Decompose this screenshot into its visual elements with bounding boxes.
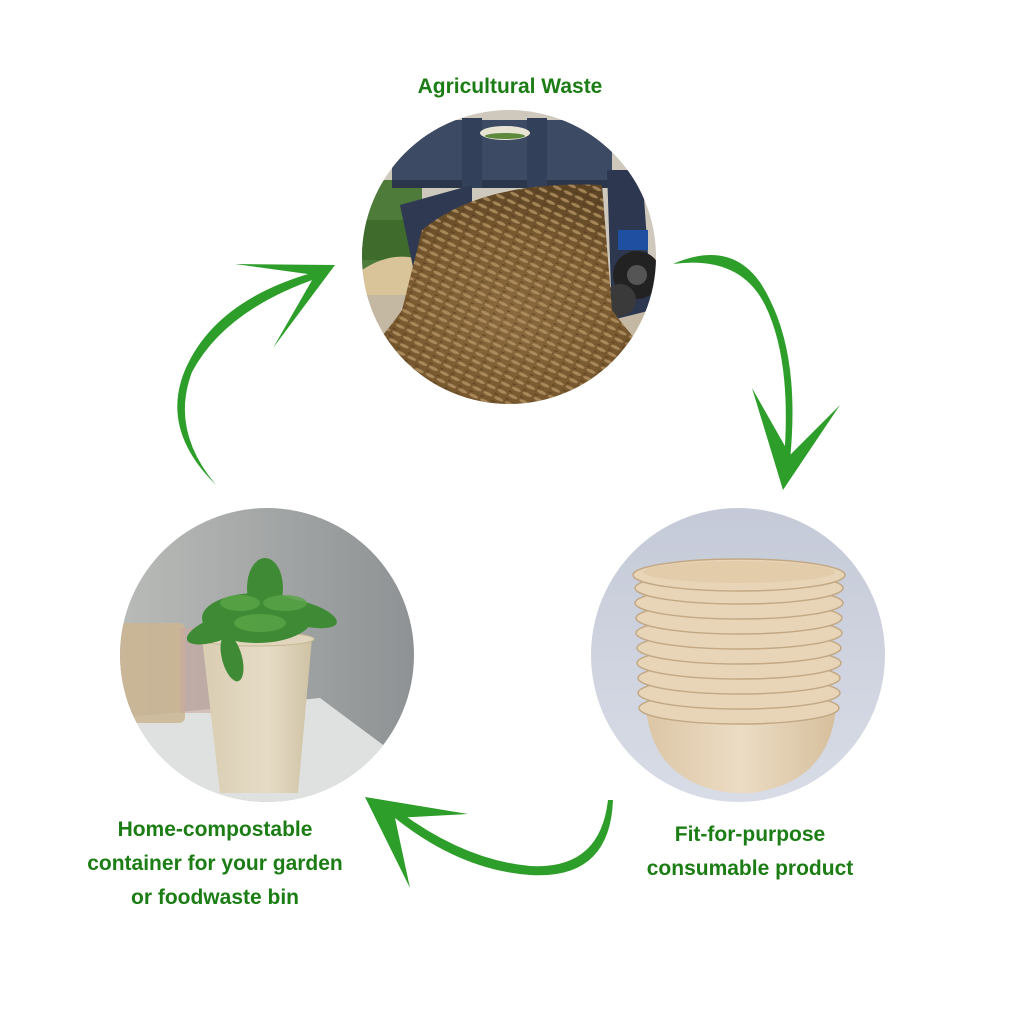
agricultural-waste-image xyxy=(362,110,656,404)
label-line: Agricultural Waste xyxy=(417,75,603,98)
label-line: Fit-for-purpose xyxy=(674,823,826,846)
label-line: or foodwaste bin xyxy=(131,886,299,909)
label-line: consumable product xyxy=(646,857,854,880)
label-compostable-container: Home-compostable container for your gard… xyxy=(40,813,390,915)
curved-arrow-down-right-icon xyxy=(673,255,840,490)
consumable-product-image xyxy=(591,508,885,802)
label-line: Home-compostable xyxy=(117,818,313,841)
compostable-container-image xyxy=(120,508,414,802)
label-line: container for your garden xyxy=(87,852,343,875)
label-agricultural-waste: Agricultural Waste xyxy=(360,70,660,104)
label-consumable-product: Fit-for-purpose consumable product xyxy=(600,818,900,886)
curved-arrow-left-icon xyxy=(365,797,613,888)
curved-arrow-up-right-icon xyxy=(177,264,335,485)
